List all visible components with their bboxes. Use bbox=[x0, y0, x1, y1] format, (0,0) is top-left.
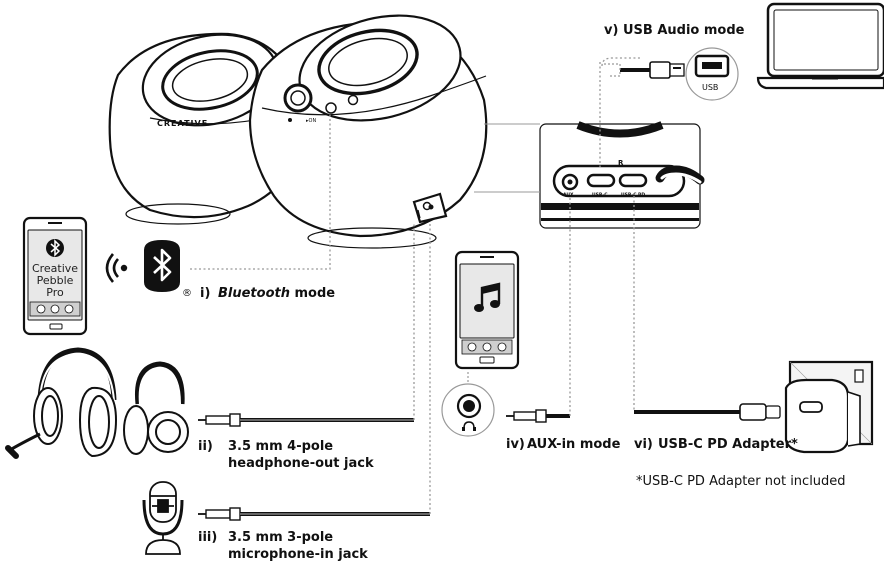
wireless-signal-icon bbox=[105, 253, 128, 283]
app-line-1: Creative bbox=[31, 262, 79, 275]
side-label: R bbox=[618, 159, 624, 167]
knob-caption: ▸ON bbox=[306, 118, 316, 124]
aux-mode-label: AUX-in mode bbox=[527, 437, 621, 452]
usbc-pd-port[interactable] bbox=[618, 173, 648, 188]
bluetooth-mode-number: i) bbox=[200, 286, 210, 301]
usb-audio-mode-number: v) bbox=[604, 23, 618, 38]
usb-port-label: USB bbox=[702, 83, 718, 92]
bluetooth-logo-icon bbox=[144, 240, 180, 292]
bluetooth-link-line bbox=[190, 114, 331, 270]
usb-port-magnifier bbox=[685, 47, 739, 101]
usbc-port[interactable] bbox=[586, 173, 616, 188]
bluetooth-mode-suffix: mode bbox=[290, 286, 335, 301]
pd-adapter-mode-label: USB-C PD Adapter* bbox=[658, 437, 798, 452]
app-line-3: Pro bbox=[46, 286, 64, 299]
usb-a-cable bbox=[599, 57, 685, 168]
music-note-icon bbox=[474, 282, 501, 312]
over-ear-headset bbox=[5, 347, 118, 459]
footnote: *USB-C PD Adapter not included bbox=[636, 474, 846, 489]
usbc-port-label: USB-C bbox=[592, 192, 608, 198]
aux-port-label: AUX bbox=[563, 192, 574, 198]
headphone-mode-line2: headphone-out jack bbox=[228, 456, 374, 471]
power-led bbox=[288, 118, 292, 122]
microphone-mode-number: iii) bbox=[198, 530, 217, 545]
app-line-2: Pebble bbox=[36, 274, 74, 287]
headphone-mic-jack[interactable] bbox=[428, 204, 434, 210]
headphone-plug-cable bbox=[198, 413, 414, 427]
aux-mode-number: iv) bbox=[506, 437, 525, 452]
back-panel-zoom bbox=[539, 121, 705, 229]
bluetooth-icon bbox=[46, 239, 64, 257]
usb-audio-mode-label: USB Audio mode bbox=[623, 23, 745, 38]
aux-plug-cable bbox=[506, 409, 570, 423]
aux-phone bbox=[454, 250, 520, 370]
microphone-mode-line1: 3.5 mm 3-pole bbox=[228, 530, 333, 545]
laptop bbox=[756, 2, 884, 90]
bluetooth-mode-label: Bluetooth mode bbox=[218, 286, 335, 301]
right-speaker bbox=[248, 14, 488, 249]
eq-button[interactable] bbox=[325, 102, 337, 114]
volume-knob[interactable] bbox=[283, 83, 313, 113]
usb-microphone bbox=[142, 481, 184, 555]
microphone-plug-cable bbox=[198, 507, 430, 521]
creative-logo: CREATIVE bbox=[157, 119, 208, 128]
headphone-mode-line1: 3.5 mm 4-pole bbox=[228, 439, 333, 454]
side-jack-panel bbox=[412, 192, 448, 224]
headphone-jack-icon bbox=[441, 383, 495, 437]
usbc-pd-cable bbox=[634, 403, 781, 421]
bluetooth-phone bbox=[22, 216, 88, 336]
bluetooth-word: Bluetooth bbox=[218, 286, 290, 301]
microphone-mode-line2: microphone-in jack bbox=[228, 547, 368, 562]
headphone-mode-number: ii) bbox=[198, 439, 213, 454]
phone-app-text: Creative Pebble Pro bbox=[28, 263, 82, 299]
pd-adapter-mode-number: vi) bbox=[634, 437, 653, 452]
usbc-pd-port-label: USB-C PD bbox=[621, 192, 645, 198]
registered-mark: ® bbox=[182, 288, 192, 299]
zoom-guide-lines bbox=[474, 123, 540, 193]
bluetooth-button[interactable] bbox=[347, 94, 359, 106]
pd-adapter bbox=[784, 378, 861, 454]
on-ear-headphones bbox=[123, 361, 189, 455]
